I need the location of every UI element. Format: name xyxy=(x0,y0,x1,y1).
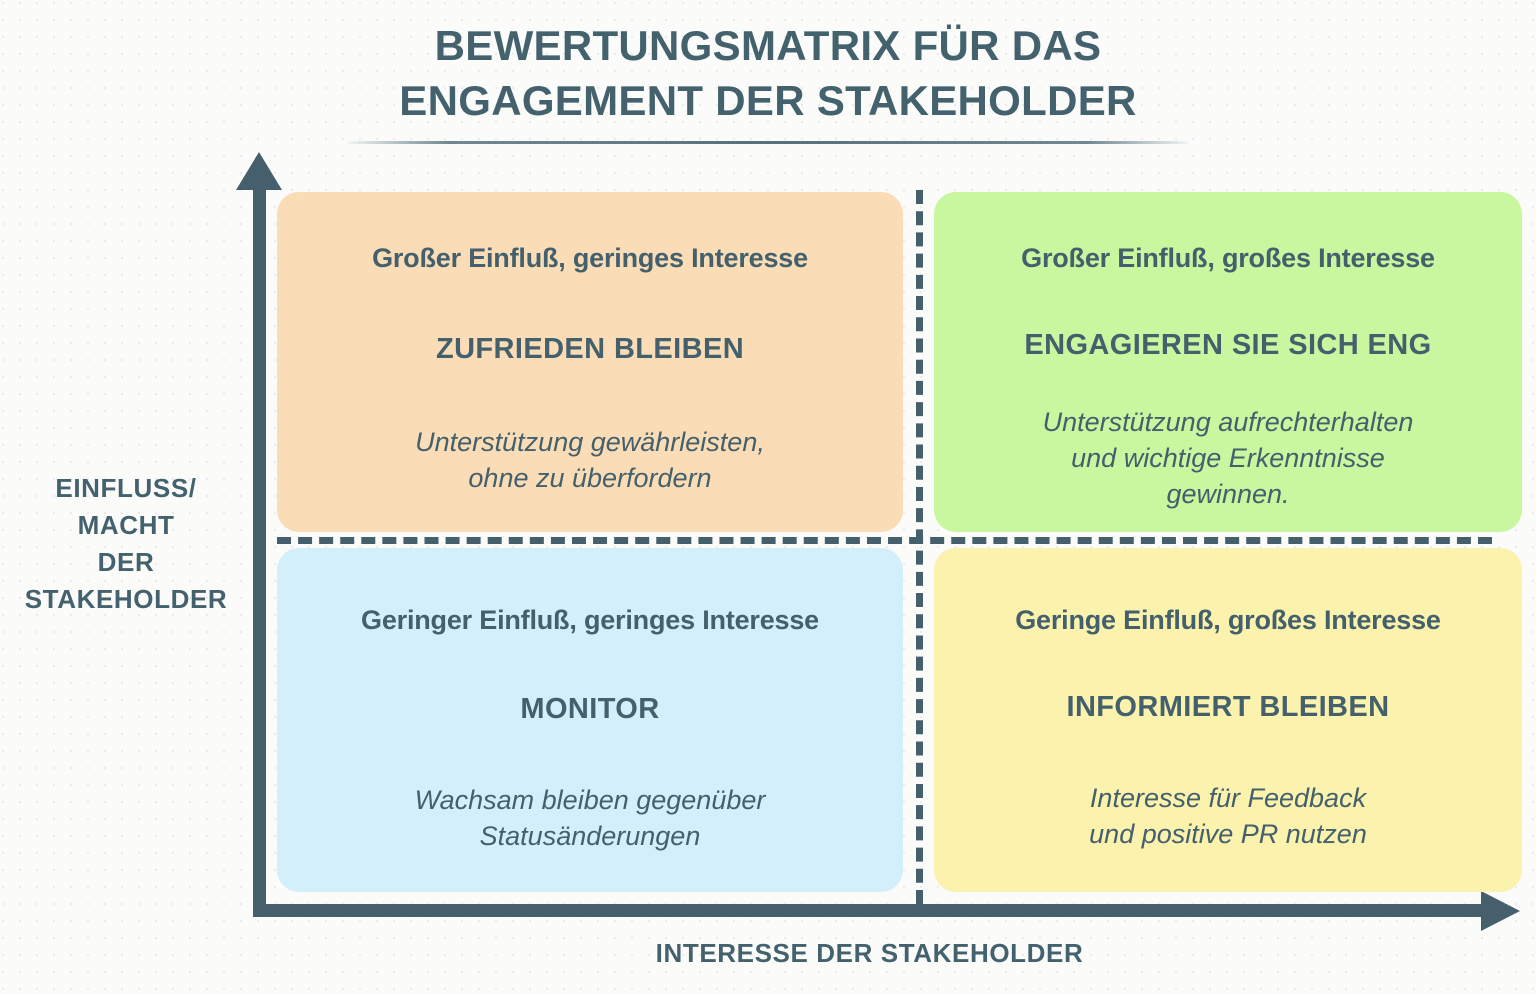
quadrant-header: Geringer Einfluß, geringes Interesse xyxy=(361,605,819,635)
quadrant-description: Interesse für Feedback und positive PR n… xyxy=(1089,781,1367,853)
title-line-2: ENGAGEMENT DER STAKEHOLDER xyxy=(399,77,1137,125)
quadrant-header: Großer Einfluß, geringes Interesse xyxy=(372,243,808,273)
x-axis-line xyxy=(253,904,1486,917)
y-axis-label-line-2: MACHT xyxy=(77,509,175,540)
quadrant-description-line: Interesse für Feedback xyxy=(1089,783,1367,814)
quadrant-action: INFORMIERT BLEIBEN xyxy=(1066,691,1390,724)
y-axis-label-line-4: STAKEHOLDER xyxy=(24,583,228,614)
quadrant-description: Unterstützung aufrechterhalten und wicht… xyxy=(1043,405,1414,513)
title-line-1: BEWERTUNGSMATRIX FÜR DAS xyxy=(434,22,1102,69)
title-underline-divider xyxy=(348,140,1188,144)
quadrant-description-line: ohne zu überfordern xyxy=(468,463,712,494)
quadrant-description: Wachsam bleiben gegenüber Statusänderung… xyxy=(415,783,766,855)
horizontal-dashed-divider xyxy=(277,537,1492,544)
quadrant-high-power-low-interest[interactable]: Großer Einfluß, geringes Interesse ZUFRI… xyxy=(277,192,903,532)
quadrant-header: Großer Einfluß, großes Interesse xyxy=(1021,243,1435,273)
quadrant-header: Geringe Einfluß, großes Interesse xyxy=(1015,605,1441,635)
quadrant-description-line: gewinnen. xyxy=(1166,479,1290,509)
quadrant-description-line: Wachsam bleiben gegenüber xyxy=(414,785,766,816)
quadrant-action: ENGAGIEREN SIE SICH ENG xyxy=(1024,329,1432,362)
quadrant-low-power-low-interest[interactable]: Geringer Einfluß, geringes Interesse MON… xyxy=(277,548,903,892)
y-axis-arrow-icon xyxy=(236,152,282,190)
quadrant-description-line: Unterstützung aufrechterhalten xyxy=(1042,407,1414,438)
y-axis-label-line-3: DER xyxy=(97,546,155,577)
page-title: BEWERTUNGSMATRIX FÜR DAS ENGAGEMENT DER … xyxy=(0,18,1536,144)
x-axis-label: INTERESSE DER STAKEHOLDER xyxy=(655,938,1084,968)
quadrant-high-power-high-interest[interactable]: Großer Einfluß, großes Interesse ENGAGIE… xyxy=(934,192,1522,532)
y-axis-label: EINFLUSS/ MACHT DER STAKEHOLDER xyxy=(0,470,252,618)
quadrant-low-power-high-interest[interactable]: Geringe Einfluß, großes Interesse INFORM… xyxy=(934,548,1522,892)
quadrant-description-line: Statusänderungen xyxy=(479,821,701,852)
y-axis-label-line-1: EINFLUSS/ xyxy=(55,473,197,503)
x-axis-arrow-icon xyxy=(1481,891,1520,931)
quadrant-description-line: Unterstützung gewährleisten, xyxy=(415,427,765,458)
quadrant-action: MONITOR xyxy=(520,693,660,726)
quadrant-description-line: und wichtige Erkenntnisse xyxy=(1071,443,1385,474)
vertical-dashed-divider xyxy=(916,190,923,904)
quadrant-description: Unterstützung gewährleisten, ohne zu übe… xyxy=(415,425,765,497)
y-axis-line xyxy=(253,186,266,916)
quadrant-action: ZUFRIEDEN BLEIBEN xyxy=(435,333,745,366)
quadrant-description-line: und positive PR nutzen xyxy=(1089,819,1367,850)
